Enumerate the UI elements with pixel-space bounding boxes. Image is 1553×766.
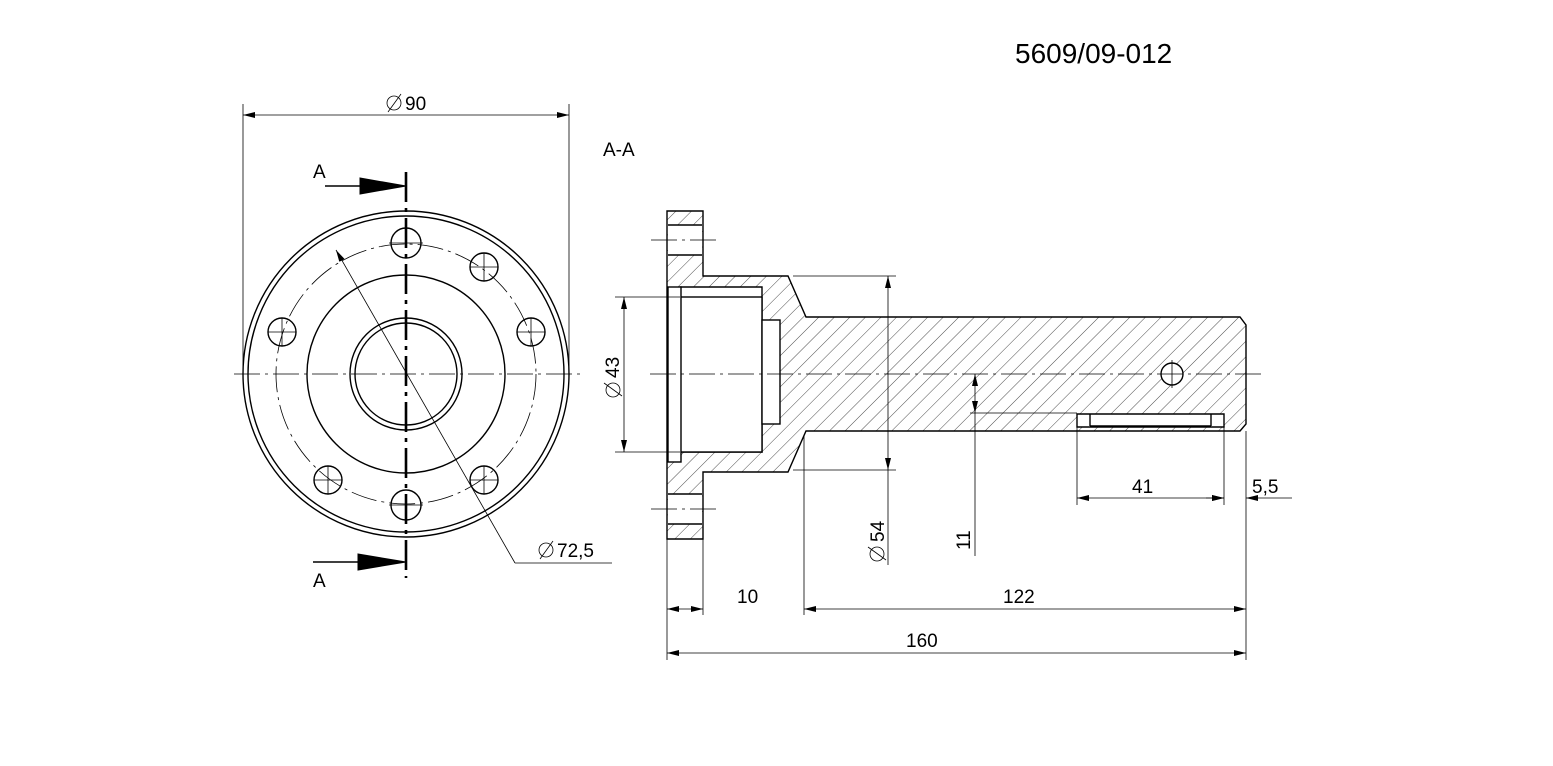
dim-label-bore: 43 [603, 357, 624, 378]
diameter-symbol-54 [867, 546, 887, 562]
dim-keyway-length [1076, 427, 1225, 505]
dim-keyway-depth [970, 374, 1077, 556]
cut-label-top: A [313, 162, 326, 183]
dim-label-keyway-depth: 11 [954, 530, 975, 550]
dim-shaft-diameter [793, 275, 896, 565]
dim-outer-diameter [242, 104, 570, 372]
dim-flange-thickness [666, 539, 704, 660]
bore-cavity [679, 296, 763, 453]
dim-label-shaft-diameter: 54 [868, 520, 889, 542]
dim-shaft-length [803, 435, 1246, 615]
section-arrow-bottom [313, 553, 407, 571]
dim-label-total-length: 160 [906, 631, 938, 652]
bolt-hole-lower-right [469, 465, 499, 495]
bolt-hole-left [267, 317, 297, 347]
inner-step [761, 319, 781, 425]
dim-label-shaft-length: 122 [1003, 587, 1035, 608]
bolt-holes [267, 227, 546, 521]
dim-label-bolt-circle: 72,5 [557, 541, 594, 562]
dim-label-keyway-offset: 5,5 [1252, 477, 1278, 498]
section-view: 43 54 11 41 [603, 210, 1292, 660]
bolt-hole-upper-right [469, 252, 499, 282]
dim-label-outer-diameter: 90 [405, 94, 426, 115]
dim-label-keyway-length: 41 [1132, 477, 1153, 498]
section-view-label: A-A [603, 140, 635, 161]
drawing-number: 5609/09-012 [1015, 38, 1172, 69]
dim-label-flange-thickness: 10 [737, 587, 758, 608]
front-view: A A 90 72,5 [234, 93, 612, 592]
bolt-hole-right [516, 317, 546, 347]
dim-bolt-circle [335, 249, 612, 564]
diameter-symbol-90 [386, 93, 402, 113]
bolt-hole-lower-left [313, 465, 343, 495]
section-arrow-top [325, 177, 407, 195]
dim-bore [615, 296, 680, 453]
keyway [1076, 413, 1225, 428]
diameter-symbol-72 [538, 540, 554, 560]
diameter-symbol-43 [603, 382, 623, 398]
cut-label-bottom: A [313, 571, 326, 592]
dim-keyway-offset [1206, 431, 1292, 660]
groove-ring [667, 286, 682, 463]
